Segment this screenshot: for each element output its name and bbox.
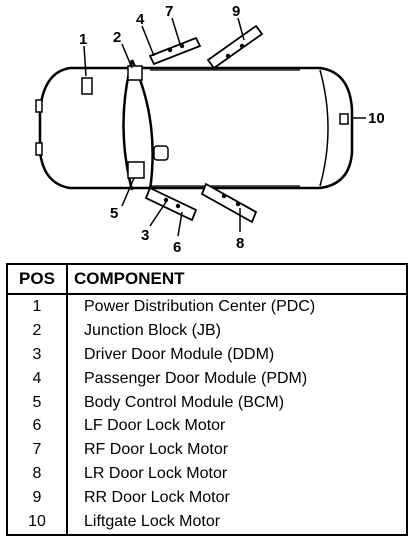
rr-bracket-hole-1 <box>225 53 231 59</box>
rear-window-edge <box>319 69 329 187</box>
callout-labels: 1 2 3 4 5 6 7 8 9 10 <box>79 3 385 256</box>
liftgate-lock-module <box>339 113 349 125</box>
leader-lines <box>83 17 366 237</box>
leader-6 <box>177 211 183 237</box>
row-pos: 6 <box>8 414 68 439</box>
component-legend: POS COMPONENT 1 Power Distribution Cente… <box>6 263 408 536</box>
table-row: 1 Power Distribution Center (PDC) <box>8 294 406 319</box>
legend-header-row: POS COMPONENT <box>8 265 406 295</box>
row-component: RR Door Lock Motor <box>84 489 230 507</box>
table-row: 3 Driver Door Module (DDM) <box>8 342 406 367</box>
row-pos: 5 <box>8 390 68 415</box>
rf-bracket-hole-1 <box>167 47 173 53</box>
leader-4 <box>141 25 155 57</box>
row-component: Liftgate Lock Motor <box>84 513 221 531</box>
lf-bracket-hole-1 <box>163 197 169 203</box>
rf-bracket-hole-2 <box>179 43 185 49</box>
row-pos: 9 <box>8 486 68 511</box>
row-component: RF Door Lock Motor <box>84 441 229 459</box>
components <box>81 65 349 179</box>
table-row: 4 Passenger Door Module (PDM) <box>8 366 406 391</box>
callout-1: 1 <box>79 31 87 48</box>
front-lamp-upper <box>35 99 43 113</box>
row-pos: 2 <box>8 318 68 343</box>
callout-4: 4 <box>136 11 145 28</box>
bracket-holes <box>163 43 245 209</box>
row-component: Body Control Module (BCM) <box>84 393 285 411</box>
vehicle-diagram-svg: 1 2 3 4 5 6 7 8 9 10 <box>35 3 385 256</box>
callout-2: 2 <box>113 29 121 46</box>
row-pos: 8 <box>8 462 68 487</box>
lf-door-bracket <box>144 186 198 222</box>
callout-8: 8 <box>236 235 244 252</box>
table-row: 8 LR Door Lock Motor <box>8 462 406 487</box>
leader-2 <box>121 43 133 69</box>
bcm-module <box>127 161 145 179</box>
leader-5 <box>121 177 135 207</box>
lr-bracket-hole-1 <box>221 193 227 199</box>
door-brackets <box>144 24 264 224</box>
leader-1 <box>83 45 87 77</box>
rr-door-bracket <box>206 24 264 70</box>
rr-bracket-hole-2 <box>239 43 245 49</box>
junction-block-module <box>127 65 143 81</box>
rf-door-bracket <box>148 36 202 66</box>
legend-table: POS COMPONENT 1 Power Distribution Cente… <box>8 265 406 534</box>
table-row: 2 Junction Block (JB) <box>8 318 406 343</box>
table-row: 10 Liftgate Lock Motor <box>8 510 406 534</box>
steering-box <box>153 145 169 161</box>
front-lamp-lower <box>35 142 43 156</box>
pdc-module <box>81 77 93 95</box>
leader-3 <box>149 201 167 227</box>
callout-7: 7 <box>165 3 173 20</box>
leader-9 <box>237 17 245 41</box>
leader-7 <box>171 17 181 45</box>
row-component: Junction Block (JB) <box>84 321 221 339</box>
callout-9: 9 <box>232 3 240 20</box>
lf-bracket-hole-2 <box>175 203 181 209</box>
table-row: 9 RR Door Lock Motor <box>8 486 406 511</box>
row-component: Passenger Door Module (PDM) <box>84 369 308 387</box>
callout-10: 10 <box>368 110 385 127</box>
row-pos: 1 <box>8 294 68 319</box>
lr-door-bracket <box>200 182 258 224</box>
callout-6: 6 <box>173 239 181 256</box>
pos-header: POS <box>8 265 68 295</box>
callout-3: 3 <box>141 227 149 244</box>
component-header: COMPONENT <box>67 265 406 295</box>
row-pos: 7 <box>8 438 68 463</box>
table-row: 6 LF Door Lock Motor <box>8 414 406 439</box>
row-component: Power Distribution Center (PDC) <box>84 297 316 315</box>
row-component: Driver Door Module (DDM) <box>84 345 275 363</box>
row-component: LF Door Lock Motor <box>84 417 226 435</box>
row-pos: 10 <box>8 510 68 534</box>
table-row: 7 RF Door Lock Motor <box>8 438 406 463</box>
row-component: LR Door Lock Motor <box>84 465 228 483</box>
table-row: 5 Body Control Module (BCM) <box>8 390 406 415</box>
lr-bracket-hole-2 <box>235 201 241 207</box>
body-outline <box>38 66 354 190</box>
vehicle-diagram: 1 2 3 4 5 6 7 8 9 10 <box>0 0 416 262</box>
row-pos: 3 <box>8 342 68 367</box>
front-lamps <box>35 99 43 156</box>
row-pos: 4 <box>8 366 68 391</box>
callout-5: 5 <box>110 205 118 222</box>
